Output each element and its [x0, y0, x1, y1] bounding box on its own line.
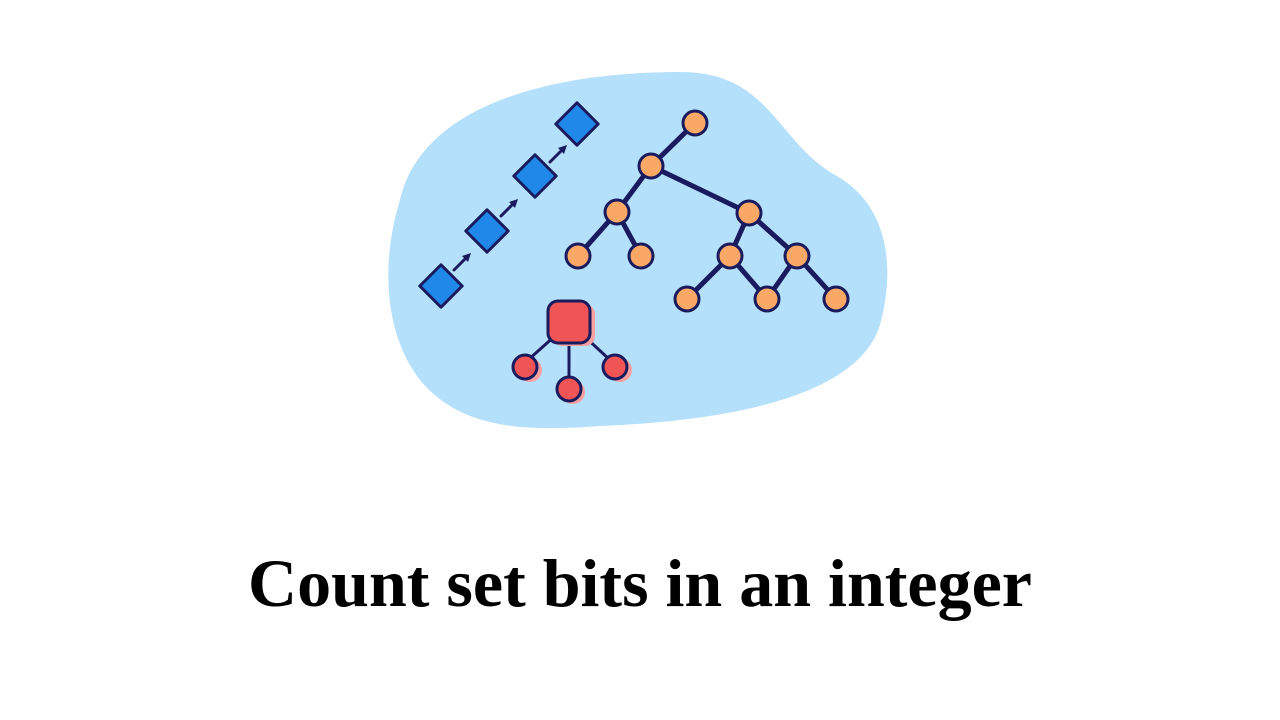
- page-title: Count set bits in an integer: [248, 545, 1032, 621]
- tree-node: [783, 242, 811, 270]
- tree-node: [564, 242, 592, 270]
- list-node: [464, 208, 510, 254]
- list-node: [512, 153, 558, 199]
- hierarchy-child-node: [601, 353, 629, 381]
- data-structures-illustration: [388, 72, 888, 429]
- hierarchy-root-node: [546, 299, 592, 345]
- hierarchy-icon: [511, 299, 632, 404]
- tree-node: [822, 285, 850, 313]
- list-node: [554, 101, 600, 147]
- tree-node: [753, 285, 781, 313]
- tree-node: [627, 242, 655, 270]
- hierarchy-child-node: [511, 353, 539, 381]
- linked-list-icon: [418, 101, 600, 309]
- hierarchy-child-node: [555, 375, 583, 403]
- tree-icon: [564, 109, 850, 313]
- tree-node: [637, 152, 665, 180]
- tree-node: [716, 242, 744, 270]
- tree-node: [673, 285, 701, 313]
- tree-node: [603, 198, 631, 226]
- list-node: [418, 263, 464, 309]
- tree-node: [681, 109, 709, 137]
- tree-node: [735, 199, 763, 227]
